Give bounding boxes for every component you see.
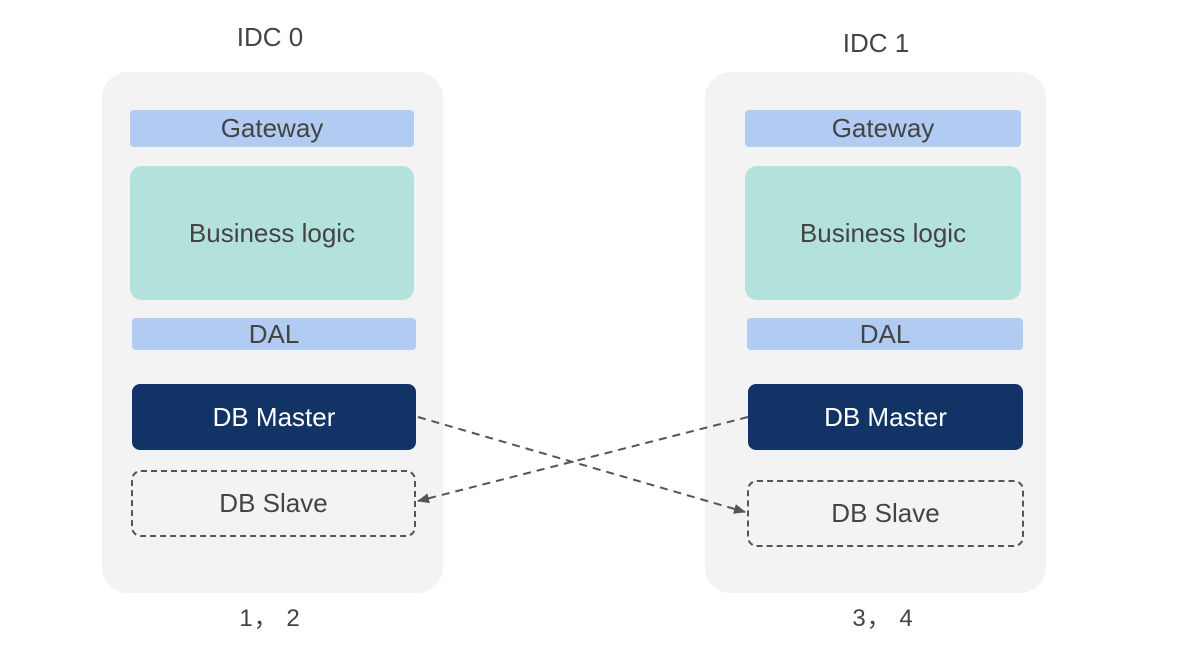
idc-1-db-master: DB Master xyxy=(748,384,1023,450)
idc-0-title: IDC 0 xyxy=(236,22,304,52)
replication-arrow-idc1-master-to-idc0-slave xyxy=(417,416,749,504)
idc-1-db-slave: DB Slave xyxy=(747,480,1024,547)
idc-1-gateway: Gateway xyxy=(745,110,1021,147)
idc-1-business-logic: Business logic xyxy=(745,166,1021,300)
idc-1-dal: DAL xyxy=(747,318,1023,350)
idc-0-footer: 1， 2 xyxy=(239,605,301,632)
replication-arrow-idc0-master-to-idc1-slave xyxy=(417,416,746,514)
idc-0-dal: DAL xyxy=(132,318,416,350)
idc-0-db-slave: DB Slave xyxy=(131,470,416,537)
idc-0-db-master: DB Master xyxy=(132,384,416,450)
idc-0-gateway: Gateway xyxy=(130,110,414,147)
idc-1-title: IDC 1 xyxy=(842,28,910,58)
idc-1-footer: 3， 4 xyxy=(852,605,914,632)
idc-0-business-logic: Business logic xyxy=(130,166,414,300)
